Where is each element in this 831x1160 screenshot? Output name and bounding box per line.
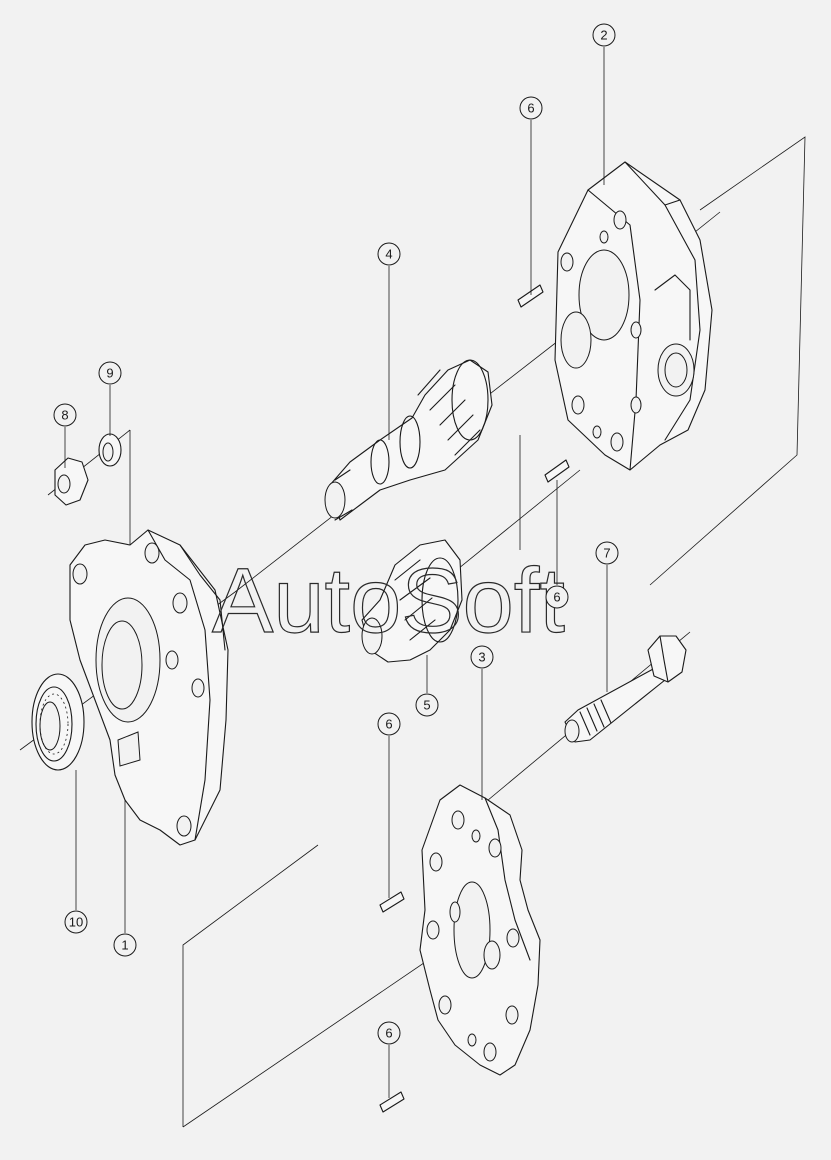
part-6-dowel-pins xyxy=(379,284,570,1113)
callout-2: 2 xyxy=(592,23,616,47)
part-5-driven-gear xyxy=(361,539,463,663)
callout-label: 7 xyxy=(603,546,610,561)
callout-label: 6 xyxy=(385,1026,392,1041)
callout-10: 10 xyxy=(64,910,88,934)
callout-6-bottom: 6 xyxy=(377,1021,401,1045)
callout-label: 9 xyxy=(106,366,113,381)
part-10-oil-seal xyxy=(31,673,85,771)
part-1-mounting-flange xyxy=(69,529,229,846)
callout-6-lower: 6 xyxy=(377,712,401,736)
part-3-front-plate xyxy=(419,784,541,1076)
callout-label: 8 xyxy=(61,408,68,423)
callout-1: 1 xyxy=(113,933,137,957)
callout-label: 4 xyxy=(385,247,392,262)
callout-5: 5 xyxy=(415,693,439,717)
watermark-text: AutoSoft xyxy=(212,550,565,652)
callout-4: 4 xyxy=(377,242,401,266)
callout-3: 3 xyxy=(470,645,494,669)
assembly-frame-lines xyxy=(182,136,806,1128)
callout-9: 9 xyxy=(98,361,122,385)
callout-6-upper: 6 xyxy=(519,96,543,120)
callout-7: 7 xyxy=(595,541,619,565)
part-8-nut xyxy=(54,457,89,506)
callout-6-middle: 6 xyxy=(545,585,569,609)
leader-lines xyxy=(64,47,608,1098)
callout-label: 2 xyxy=(600,28,607,43)
callout-label: 10 xyxy=(69,915,83,930)
part-9-spring-washer xyxy=(98,433,122,467)
callout-label: 5 xyxy=(423,698,430,713)
callout-label: 6 xyxy=(385,717,392,732)
callout-8: 8 xyxy=(53,403,77,427)
callout-label: 6 xyxy=(553,590,560,605)
part-2-rear-housing xyxy=(554,161,713,471)
callout-label: 6 xyxy=(527,101,534,116)
part-4-drive-shaft xyxy=(324,359,493,521)
part-7-bolt xyxy=(564,635,687,743)
callout-label: 3 xyxy=(478,650,485,665)
callout-label: 1 xyxy=(121,938,128,953)
